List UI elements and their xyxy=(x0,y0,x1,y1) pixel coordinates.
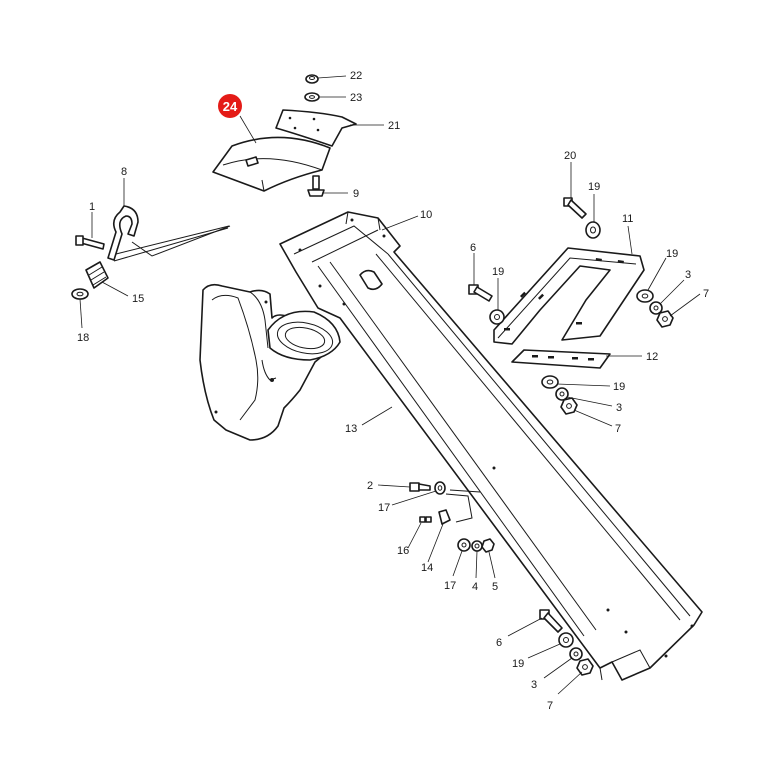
hook-rod xyxy=(113,225,231,262)
part-19-washer-b[interactable] xyxy=(489,309,505,325)
part-6-bolt-b[interactable] xyxy=(539,609,563,633)
highlight-badge-label: 24 xyxy=(223,99,238,114)
part-9-bolt[interactable] xyxy=(307,175,325,197)
callout-14[interactable]: 14 xyxy=(421,562,433,574)
callout-21[interactable]: 21 xyxy=(388,120,400,132)
part-10-chute-body[interactable] xyxy=(279,211,703,681)
part-17-washer-bottom[interactable] xyxy=(457,538,471,552)
callout-8[interactable]: 8 xyxy=(121,166,127,178)
callout-22[interactable]: 22 xyxy=(350,70,362,82)
callout-12[interactable]: 12 xyxy=(646,351,658,363)
callout-20[interactable]: 20 xyxy=(564,150,576,162)
part-11-frame-plate[interactable] xyxy=(493,247,645,345)
part-23-washer[interactable] xyxy=(304,92,320,102)
part-16-screw[interactable] xyxy=(419,516,432,523)
callout-3-c[interactable]: 3 xyxy=(531,679,537,691)
callout-19-a[interactable]: 19 xyxy=(588,181,600,193)
part-8-hook[interactable] xyxy=(107,205,139,261)
callout-7-c[interactable]: 7 xyxy=(547,700,553,712)
leader-lines xyxy=(79,75,701,695)
part-19-washer-d[interactable] xyxy=(541,375,559,389)
part-1-pin[interactable] xyxy=(75,235,105,250)
part-2-bolt[interactable] xyxy=(409,482,431,492)
callout-10[interactable]: 10 xyxy=(420,209,432,221)
part-4-lockwasher[interactable] xyxy=(471,540,483,552)
callout-1[interactable]: 1 xyxy=(89,201,95,213)
highlight-badge-24[interactable]: 24 xyxy=(218,94,242,118)
part-18-washer[interactable] xyxy=(71,288,89,300)
part-21-plate[interactable] xyxy=(275,109,357,147)
part-22-nut[interactable] xyxy=(305,74,319,84)
part-24-cover[interactable] xyxy=(212,136,331,192)
callout-13[interactable]: 13 xyxy=(345,423,357,435)
part-19-washer-e[interactable] xyxy=(558,632,574,648)
callout-9[interactable]: 9 xyxy=(353,188,359,200)
part-3-lockwasher-b[interactable] xyxy=(555,387,569,401)
callout-5[interactable]: 5 xyxy=(492,581,498,593)
callout-2[interactable]: 2 xyxy=(367,480,373,492)
callout-6-b[interactable]: 6 xyxy=(496,637,502,649)
callout-7-b[interactable]: 7 xyxy=(615,423,621,435)
callout-3-a[interactable]: 3 xyxy=(685,269,691,281)
part-15-spring[interactable] xyxy=(85,261,109,289)
callout-6-a[interactable]: 6 xyxy=(470,242,476,254)
part-7-nut-a[interactable] xyxy=(656,310,674,328)
part-7-nut-c[interactable] xyxy=(576,658,594,676)
part-19-washer-c[interactable] xyxy=(636,289,654,303)
callout-19-c[interactable]: 19 xyxy=(666,248,678,260)
part-12-strip-plate[interactable] xyxy=(511,349,611,369)
callout-3-b[interactable]: 3 xyxy=(616,402,622,414)
callout-4[interactable]: 4 xyxy=(472,581,478,593)
callout-labels: 22 23 21 9 8 1 15 18 10 20 19 11 6 19 19… xyxy=(77,70,709,712)
part-17-washer-top[interactable] xyxy=(434,481,446,495)
part-5-nut[interactable] xyxy=(481,538,495,553)
callout-11[interactable]: 11 xyxy=(622,213,633,225)
highlight-badge-circle xyxy=(218,94,242,118)
callout-17-b[interactable]: 17 xyxy=(444,580,456,592)
part-19-washer-a[interactable] xyxy=(585,221,601,239)
callout-7-a[interactable]: 7 xyxy=(703,288,709,300)
part-3-lockwasher-c[interactable] xyxy=(569,647,583,661)
callout-19-d[interactable]: 19 xyxy=(613,381,625,393)
callout-19-b[interactable]: 19 xyxy=(492,266,504,278)
callout-19-e[interactable]: 19 xyxy=(512,658,524,670)
part-7-nut-b[interactable] xyxy=(560,397,578,415)
part-13-chute-hood[interactable] xyxy=(199,283,341,441)
callout-15[interactable]: 15 xyxy=(132,293,144,305)
callout-23[interactable]: 23 xyxy=(350,92,362,104)
callout-18[interactable]: 18 xyxy=(77,332,89,344)
part-3-lockwasher-a[interactable] xyxy=(649,301,663,315)
part-14-fastener[interactable] xyxy=(438,509,451,525)
part-20-bolt[interactable] xyxy=(563,197,587,219)
callout-17-a[interactable]: 17 xyxy=(378,502,390,514)
callout-16[interactable]: 16 xyxy=(397,545,409,557)
part-6-bolt-a[interactable] xyxy=(468,284,493,302)
